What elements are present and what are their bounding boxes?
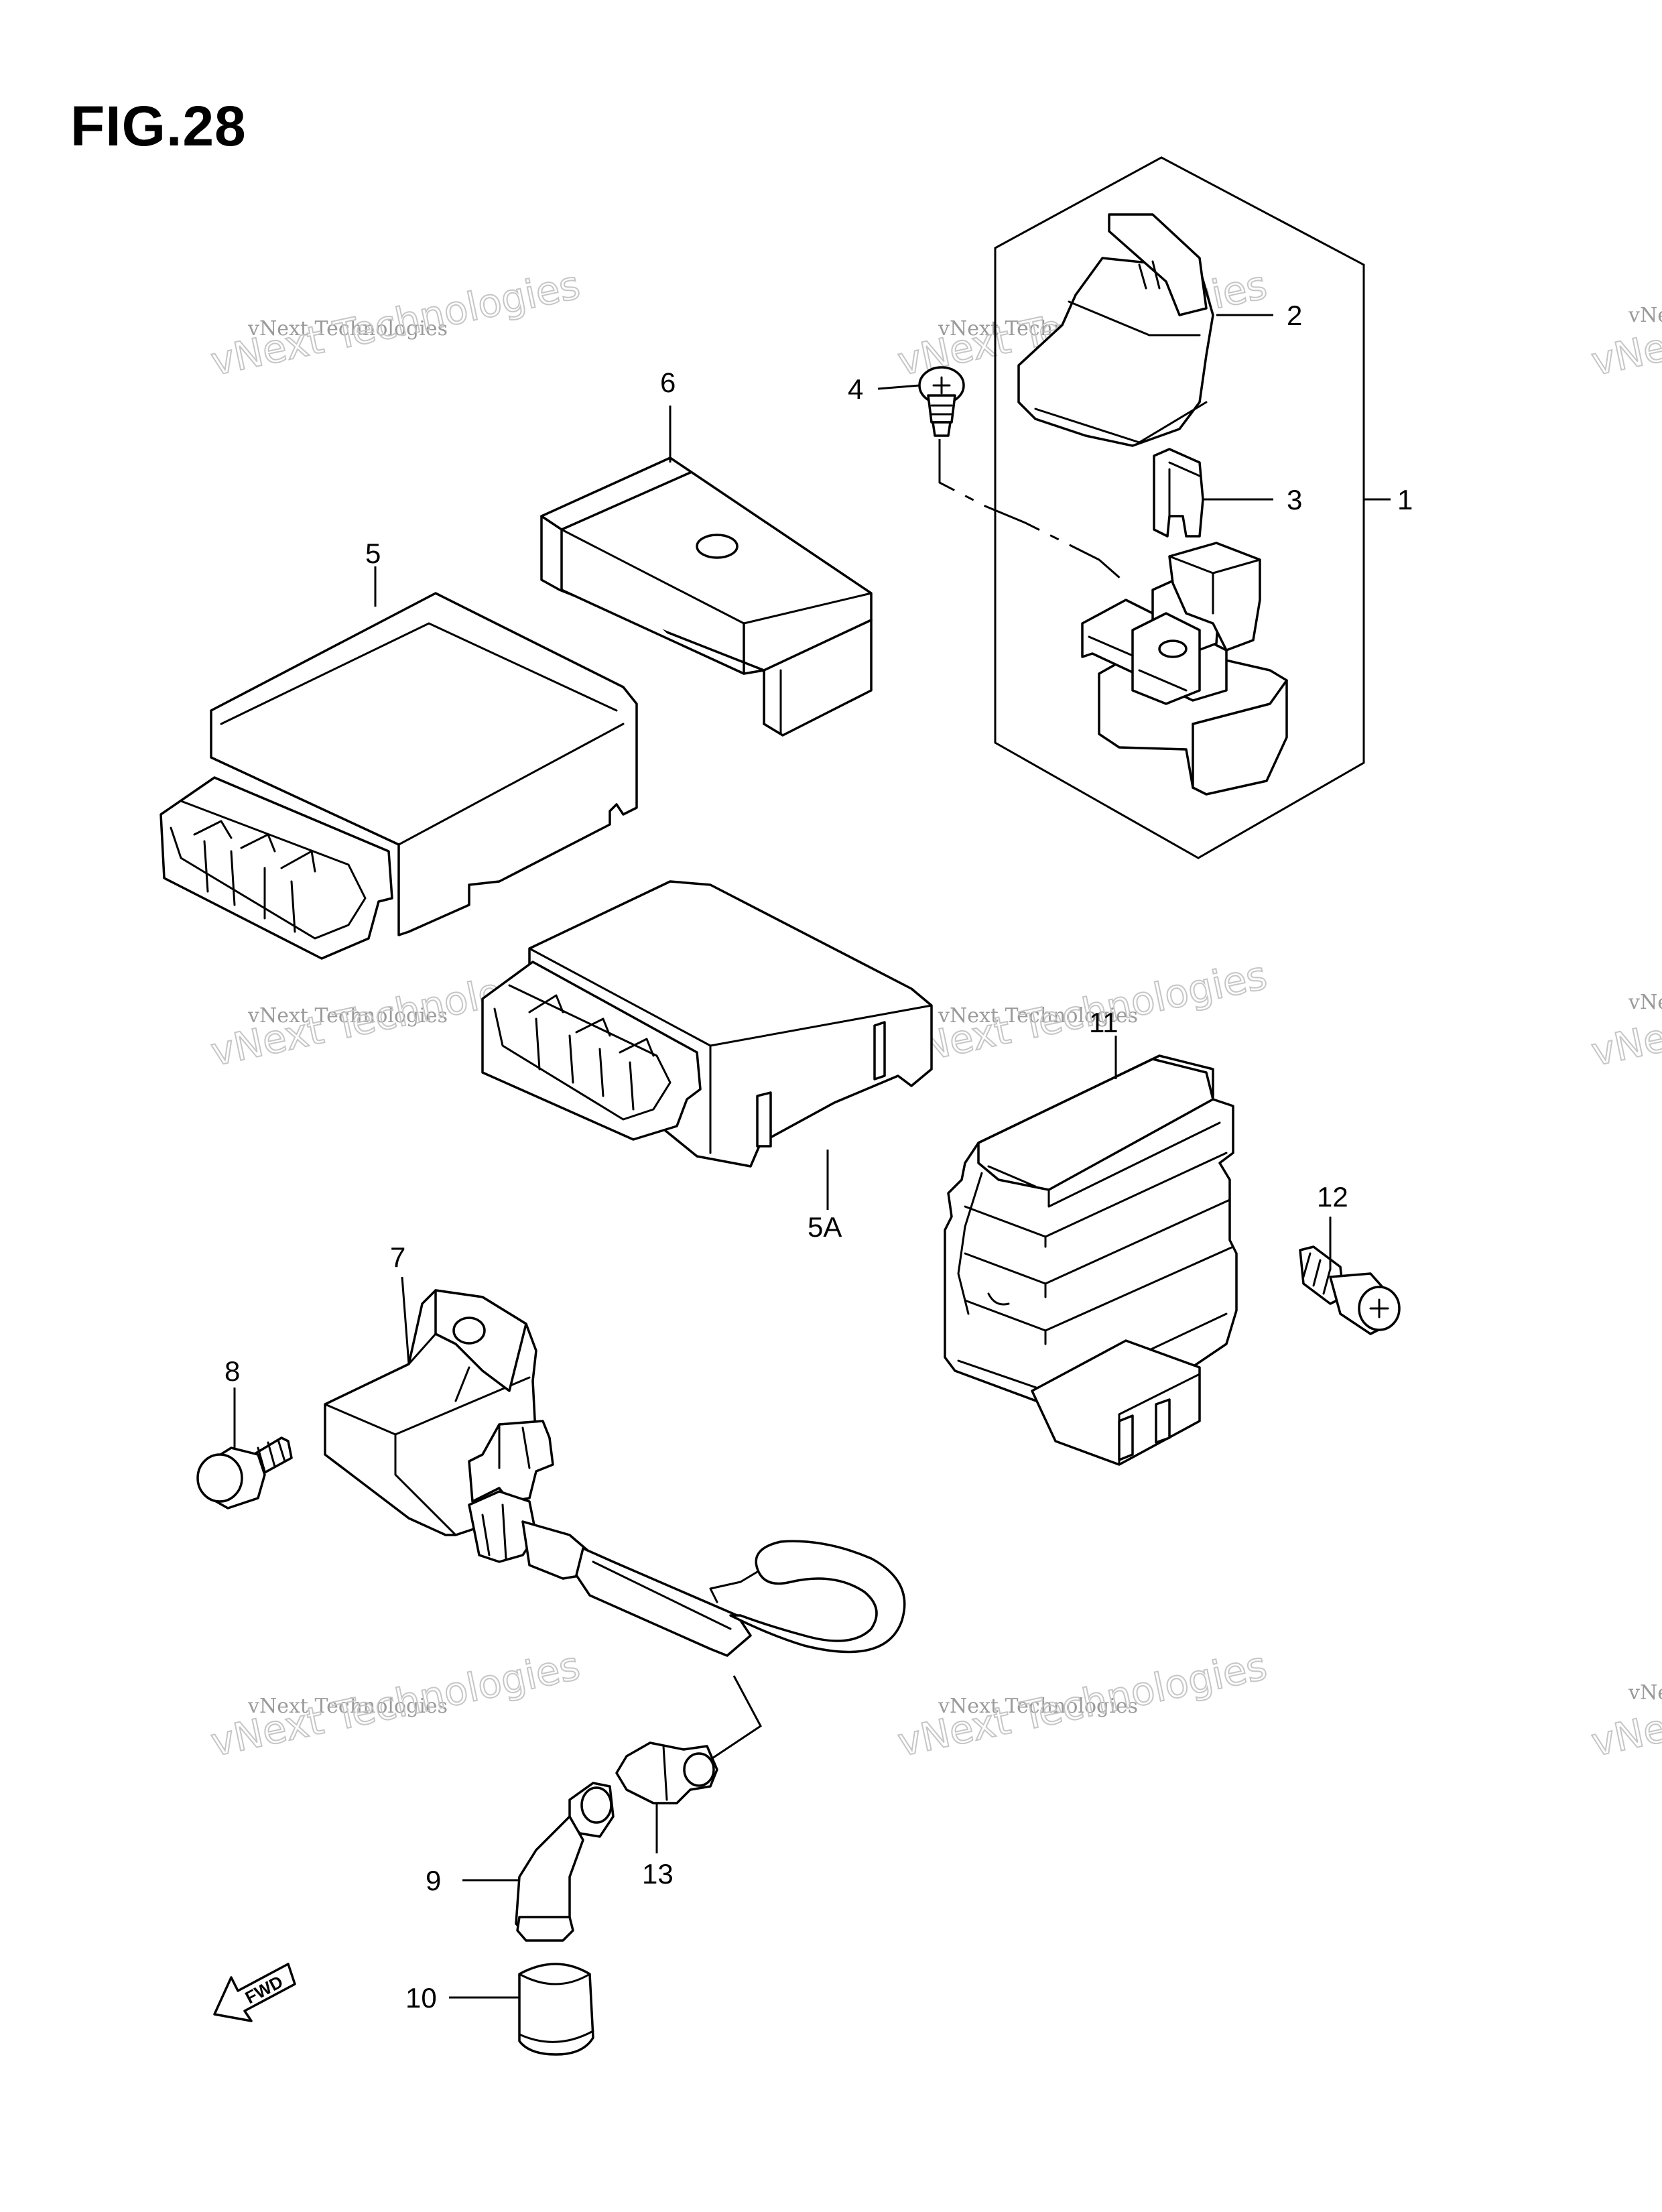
- watermark-text: vNext Technologies: [247, 1695, 448, 1718]
- ecu-module-alt: [481, 880, 933, 1168]
- callouts: 2 3 1 4 5 6 5A 11 12 7 8 9 13 10: [225, 300, 1413, 2014]
- watermark: vNext Technologies vNext Technologies: [206, 1642, 584, 1766]
- dashed-guide: [938, 439, 1127, 585]
- boot: [518, 1963, 594, 2056]
- watermark: vNext Technologies vNext Technologies: [1587, 261, 1662, 385]
- bolt-left: [196, 1436, 293, 1510]
- callout-number: 5: [365, 538, 381, 569]
- plug-cap: [515, 1782, 615, 1942]
- watermark: vNext Technologies vNext Technologies: [206, 261, 584, 385]
- leader-line: [710, 1675, 762, 1761]
- terminal-cap: [615, 1741, 718, 1804]
- watermark-text: vNext Technologies: [1628, 991, 1662, 1014]
- watermark-text: vNext Technologies: [938, 1695, 1138, 1718]
- callout-number: 11: [1089, 1007, 1118, 1038]
- callout-number: 4: [848, 373, 863, 405]
- callout-number: 10: [405, 1982, 437, 2014]
- callout-number: 13: [642, 1858, 674, 1890]
- watermark-text: vNext Technologies: [1628, 304, 1662, 327]
- watermark-text: vNext Technologies: [247, 317, 448, 341]
- watermark-text: vNext Technologies: [938, 1004, 1138, 1028]
- callout-number: 1: [1397, 484, 1413, 515]
- leader-lines: [233, 314, 1391, 1999]
- starter-relay: [1081, 542, 1288, 796]
- small-screw: [918, 366, 965, 437]
- relay-cover: [1017, 213, 1214, 447]
- callout-number: 7: [390, 1241, 405, 1273]
- fwd-arrow-icon: FWD: [213, 1963, 296, 2022]
- rubber-cover: [540, 456, 873, 737]
- callout-number: 6: [660, 367, 676, 398]
- watermark-group: vNext Technologies vNext Technologies vN…: [206, 261, 1662, 1766]
- watermark: vNext Technologies vNext Technologies: [893, 952, 1271, 1076]
- callout-number: 5A: [808, 1211, 842, 1243]
- watermark: vNext Technologies vNext Technologies: [893, 1642, 1271, 1766]
- callout-number: 3: [1287, 484, 1302, 515]
- callout-number: 9: [426, 1865, 441, 1896]
- watermark-text: vNext Technologies: [247, 1004, 448, 1028]
- bolt-right: [1299, 1245, 1401, 1335]
- assembly-outline: [994, 156, 1365, 859]
- callout-number: 2: [1287, 300, 1302, 331]
- regulator-rectifier: [944, 1054, 1238, 1466]
- callout-number: 12: [1317, 1181, 1348, 1213]
- fuse: [1153, 448, 1204, 538]
- ecu-module: [159, 592, 638, 960]
- watermark-text: vNext Technologies: [1628, 1681, 1662, 1705]
- callout-number: 8: [225, 1355, 240, 1387]
- ignition-coil: [324, 1289, 906, 1657]
- watermark: vNext Technologies vNext Technologies: [1587, 1642, 1662, 1766]
- figure-title: FIG.28: [70, 95, 247, 158]
- watermark: vNext Technologies vNext Technologies: [1587, 952, 1662, 1076]
